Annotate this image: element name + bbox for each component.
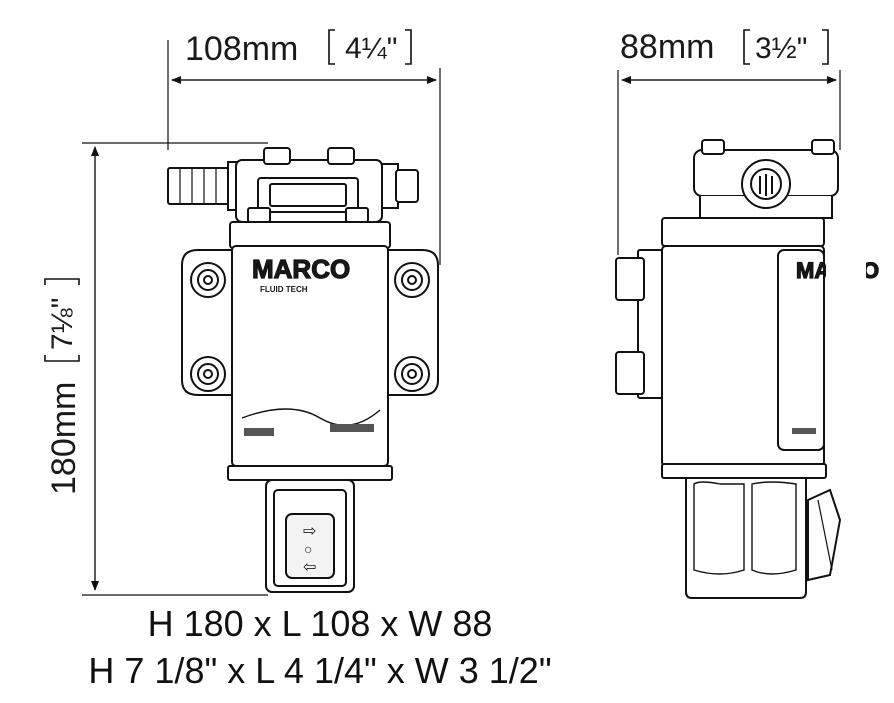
height-dimension: 180mm 7⅛" [44,142,268,596]
direction-switch-symbols: ⇨ ○ ⇦ [303,523,316,576]
off-circle-icon: ○ [304,541,312,557]
summary-imperial: H 7 1/8" x L 4 1/4" x W 3 1/2" [88,650,552,691]
brand-logo: MARCO [252,254,350,284]
pump-front-view [167,147,439,593]
logo-crop-mask [826,250,866,310]
front-width-mm: 108mm [185,30,298,68]
front-width-in: 4¼" [345,32,397,65]
side-width-mm: 88mm [620,28,714,66]
reverse-arrow-icon: ⇦ [303,559,316,576]
forward-arrow-icon: ⇨ [303,523,316,540]
hose-barb [167,161,239,211]
brand-subtext: FLUID TECH [260,285,308,294]
side-width-in: 3½" [755,32,807,65]
front-width-dimension: 108mm 4¼" [167,29,441,265]
height-mm: 180mm [45,382,83,495]
height-in: 7⅛" [46,298,79,350]
side-width-dimension: 88mm 3½" [617,28,841,255]
summary-metric: H 180 x L 108 x W 88 [147,603,493,644]
pump-side-view [615,139,842,599]
